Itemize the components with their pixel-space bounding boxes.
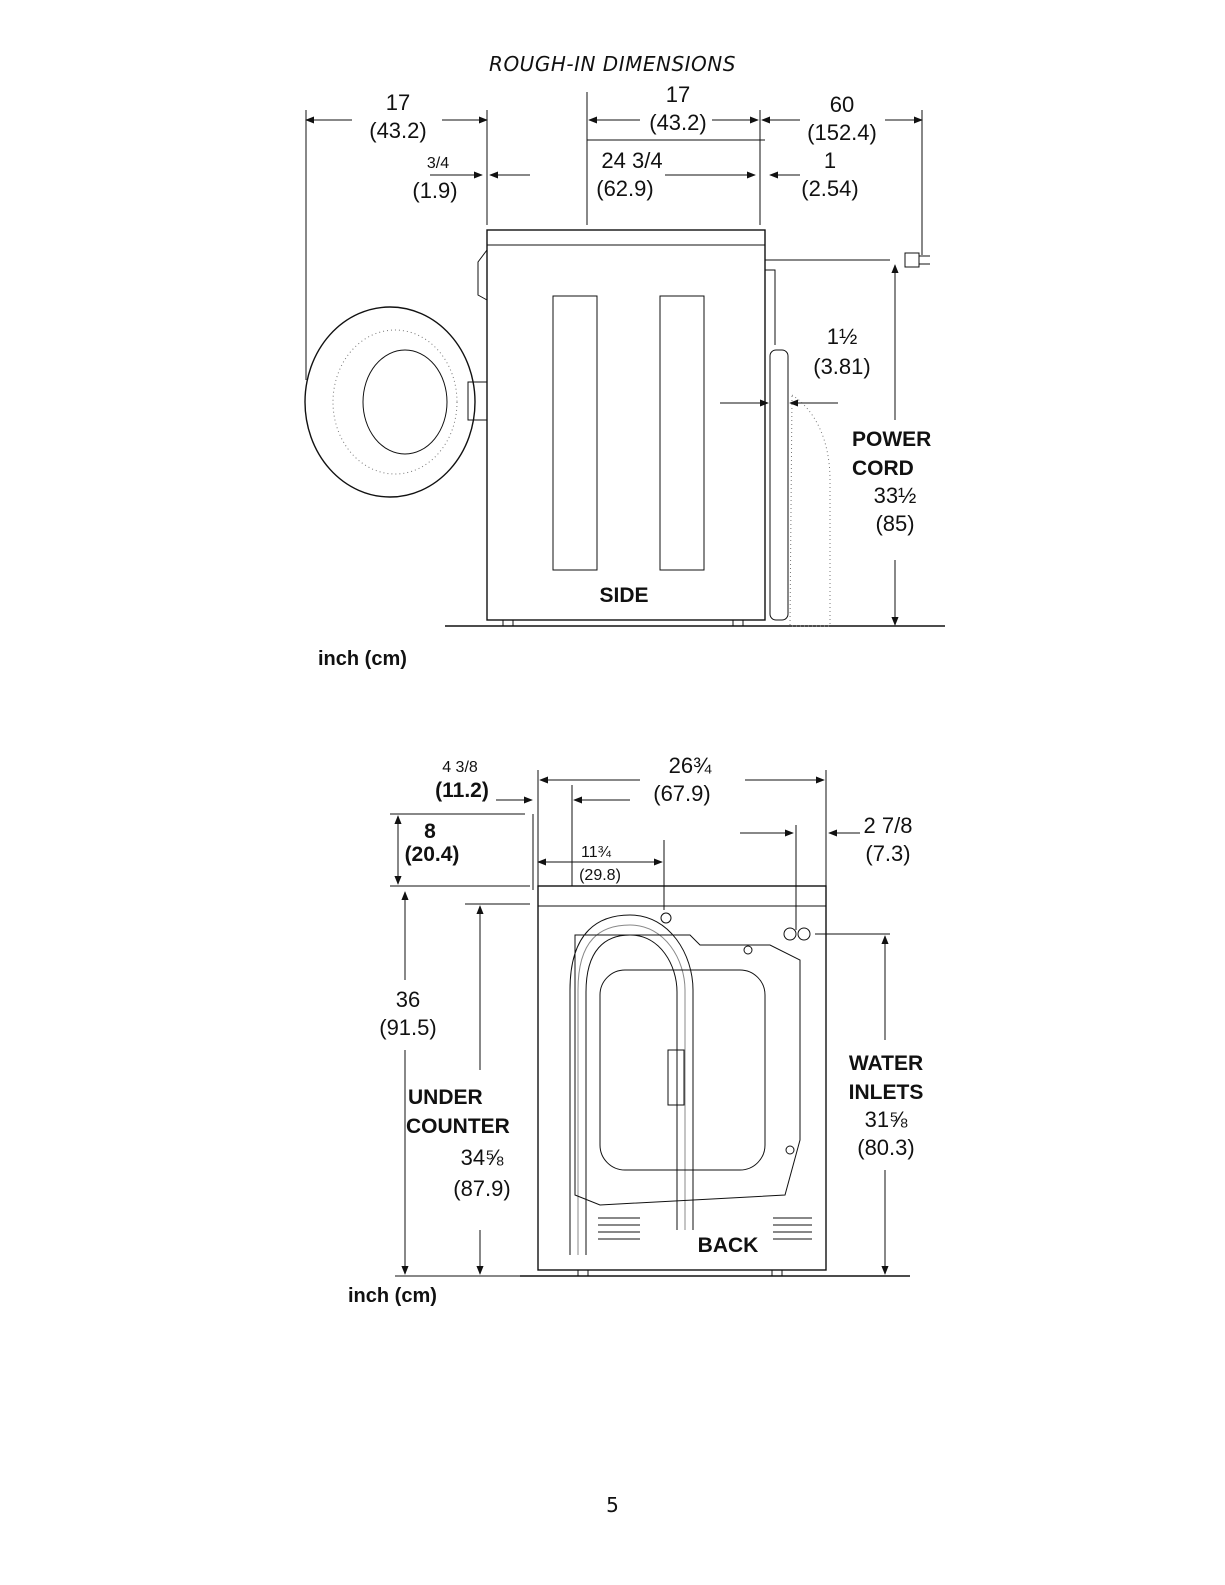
- water-inlets-in: 31⅝: [865, 1107, 908, 1132]
- under-counter-label-1: UNDER: [408, 1086, 483, 1109]
- dim-inlet-side-in: 2 7/8: [864, 813, 913, 838]
- water-inlets-label-2: INLETS: [849, 1081, 924, 1104]
- dim-offset-in: 4 3/8: [442, 759, 478, 776]
- under-counter-cm: (87.9): [453, 1176, 510, 1201]
- page-number: 5: [0, 1493, 1225, 1517]
- back-label: BACK: [698, 1234, 759, 1257]
- dim-top-clearance-cm: (20.4): [405, 843, 460, 866]
- dim-inlet-side-cm: (7.3): [865, 841, 910, 866]
- dim-drain-offset-cm: (29.8): [579, 867, 621, 884]
- dim-width-in: 26¾: [669, 753, 712, 778]
- water-inlets-label-1: WATER: [849, 1052, 923, 1075]
- dim-width-cm: (67.9): [653, 781, 710, 806]
- dim-height-in: 36: [396, 987, 420, 1012]
- dim-top-clearance-in: 8: [424, 820, 436, 843]
- back-view-diagram: 4 3/8 (11.2) 26¾ (67.9) 2 7/8 (7.3) 8 (2…: [0, 0, 1225, 1330]
- dim-offset-cm: (11.2): [435, 779, 489, 802]
- water-inlets-cm: (80.3): [857, 1135, 914, 1160]
- dim-drain-offset-in: 11¾: [581, 844, 612, 861]
- under-counter-label-2: COUNTER: [406, 1115, 510, 1138]
- dim-height-cm: (91.5): [379, 1015, 436, 1040]
- cabinet-back: [538, 886, 826, 1270]
- under-counter-in: 34⅝: [461, 1145, 504, 1170]
- back-units-label: inch (cm): [348, 1285, 437, 1308]
